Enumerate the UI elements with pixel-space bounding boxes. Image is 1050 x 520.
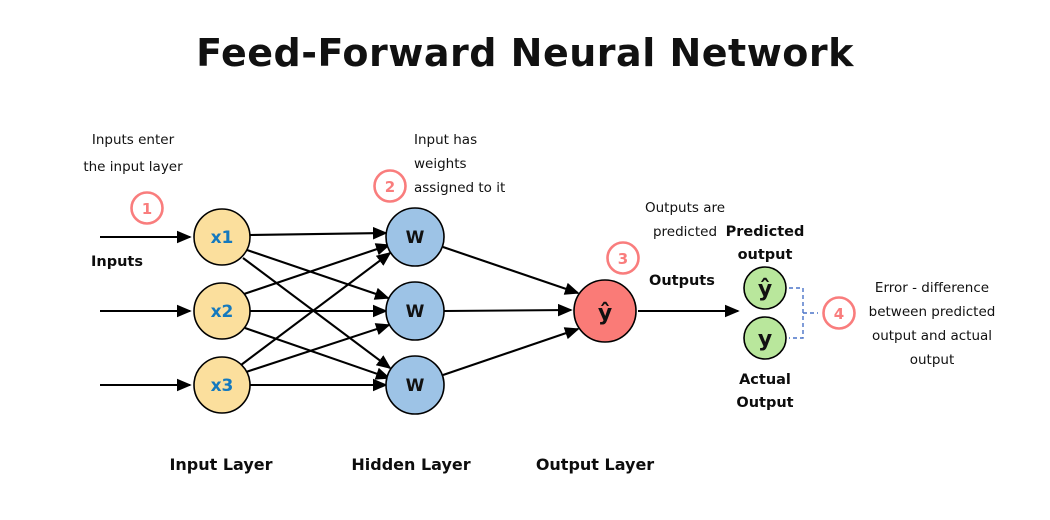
annotation-2-line-1: Input has <box>414 132 477 148</box>
result-nodes-group: ŷ y <box>743 266 787 360</box>
input-node-x2-label: x2 <box>211 302 234 322</box>
input-layer-caption: Input Layer <box>169 455 272 474</box>
edges-hidden-to-output <box>442 246 580 376</box>
edges-input-to-hidden <box>240 226 392 392</box>
badge-3: 3 <box>606 241 640 275</box>
page-title: Feed-Forward Neural Network <box>196 31 854 75</box>
output-node-yhat[interactable] <box>573 279 637 343</box>
predicted-output-node-label: ŷ <box>758 277 772 302</box>
badge-2-number: 2 <box>385 178 395 196</box>
annotation-4-line-3: output and actual <box>872 328 992 344</box>
badge-1-number: 1 <box>142 200 152 218</box>
annotation-error-difference: Error - difference between predicted out… <box>869 280 996 368</box>
annotation-4-line-2: between predicted <box>869 304 996 320</box>
input-layer-group: x1 x2 x3 <box>193 208 251 414</box>
annotation-inputs-enter: Inputs enter the input layer <box>83 132 183 175</box>
edge-x1-w1 <box>249 226 388 240</box>
output-layer-group: ŷ <box>573 279 637 343</box>
input-entry-arrows <box>100 230 192 392</box>
input-node-x3[interactable] <box>193 356 251 414</box>
annotation-1-line-1: Inputs enter <box>92 132 175 148</box>
badge-3-number: 3 <box>618 250 628 268</box>
annotation-outputs-predicted: Outputs are predicted <box>645 200 725 240</box>
hidden-layer-group: W W W <box>385 207 445 415</box>
hidden-node-w1-label: W <box>406 228 425 248</box>
edge-w3-yhat <box>442 327 580 376</box>
edge-x3-w1 <box>240 251 392 366</box>
annotation-input-weights: Input has weights assigned to it <box>414 132 505 196</box>
badge-4: 4 <box>822 296 856 330</box>
edge-x1-w3 <box>242 257 392 370</box>
predicted-output-label-line2: output <box>738 247 793 263</box>
hidden-node-w1[interactable] <box>385 207 445 267</box>
hidden-node-w2-label: W <box>406 302 425 322</box>
input-node-x1-label: x1 <box>211 228 234 248</box>
input-node-x3-label: x3 <box>211 376 234 396</box>
edge-x2-w1 <box>243 243 391 295</box>
badge-4-number: 4 <box>834 305 844 323</box>
edge-w1-yhat <box>442 246 580 295</box>
badge-2: 2 <box>373 169 407 203</box>
annotation-3-line-1: Outputs are <box>645 200 725 216</box>
hidden-node-w3-label: W <box>406 376 425 396</box>
predicted-output-label-line1: Predicted <box>726 224 805 240</box>
annotation-2-line-2: weights <box>414 156 467 172</box>
annotation-4-line-1: Error - difference <box>875 280 989 296</box>
actual-output-label-line2: Output <box>736 395 793 411</box>
hidden-layer-caption: Hidden Layer <box>351 455 470 474</box>
input-node-x2[interactable] <box>193 282 251 340</box>
outputs-label: Outputs <box>649 273 715 289</box>
output-layer-caption: Output Layer <box>536 455 654 474</box>
annotation-1-line-2: the input layer <box>83 159 183 175</box>
error-brace <box>789 287 818 339</box>
hidden-node-w3[interactable] <box>385 355 445 415</box>
predicted-output-node[interactable] <box>743 266 787 310</box>
hidden-node-w2[interactable] <box>385 281 445 341</box>
annotation-4-line-4: output <box>910 352 955 368</box>
inputs-label: Inputs <box>91 254 143 270</box>
badge-1: 1 <box>130 191 164 225</box>
actual-output-label-line1: Actual <box>739 372 791 388</box>
edge-x1-w2 <box>246 249 390 300</box>
edge-w2-yhat <box>443 303 573 317</box>
actual-output-node-label: y <box>758 327 772 352</box>
output-node-yhat-label: ŷ <box>598 301 612 326</box>
actual-output-node[interactable] <box>743 316 787 360</box>
edge-x3-w2 <box>245 323 391 373</box>
input-node-x1[interactable] <box>193 208 251 266</box>
annotation-3-line-2: predicted <box>653 224 717 240</box>
edge-x2-w3 <box>244 327 391 380</box>
annotation-2-line-3: assigned to it <box>414 180 505 196</box>
